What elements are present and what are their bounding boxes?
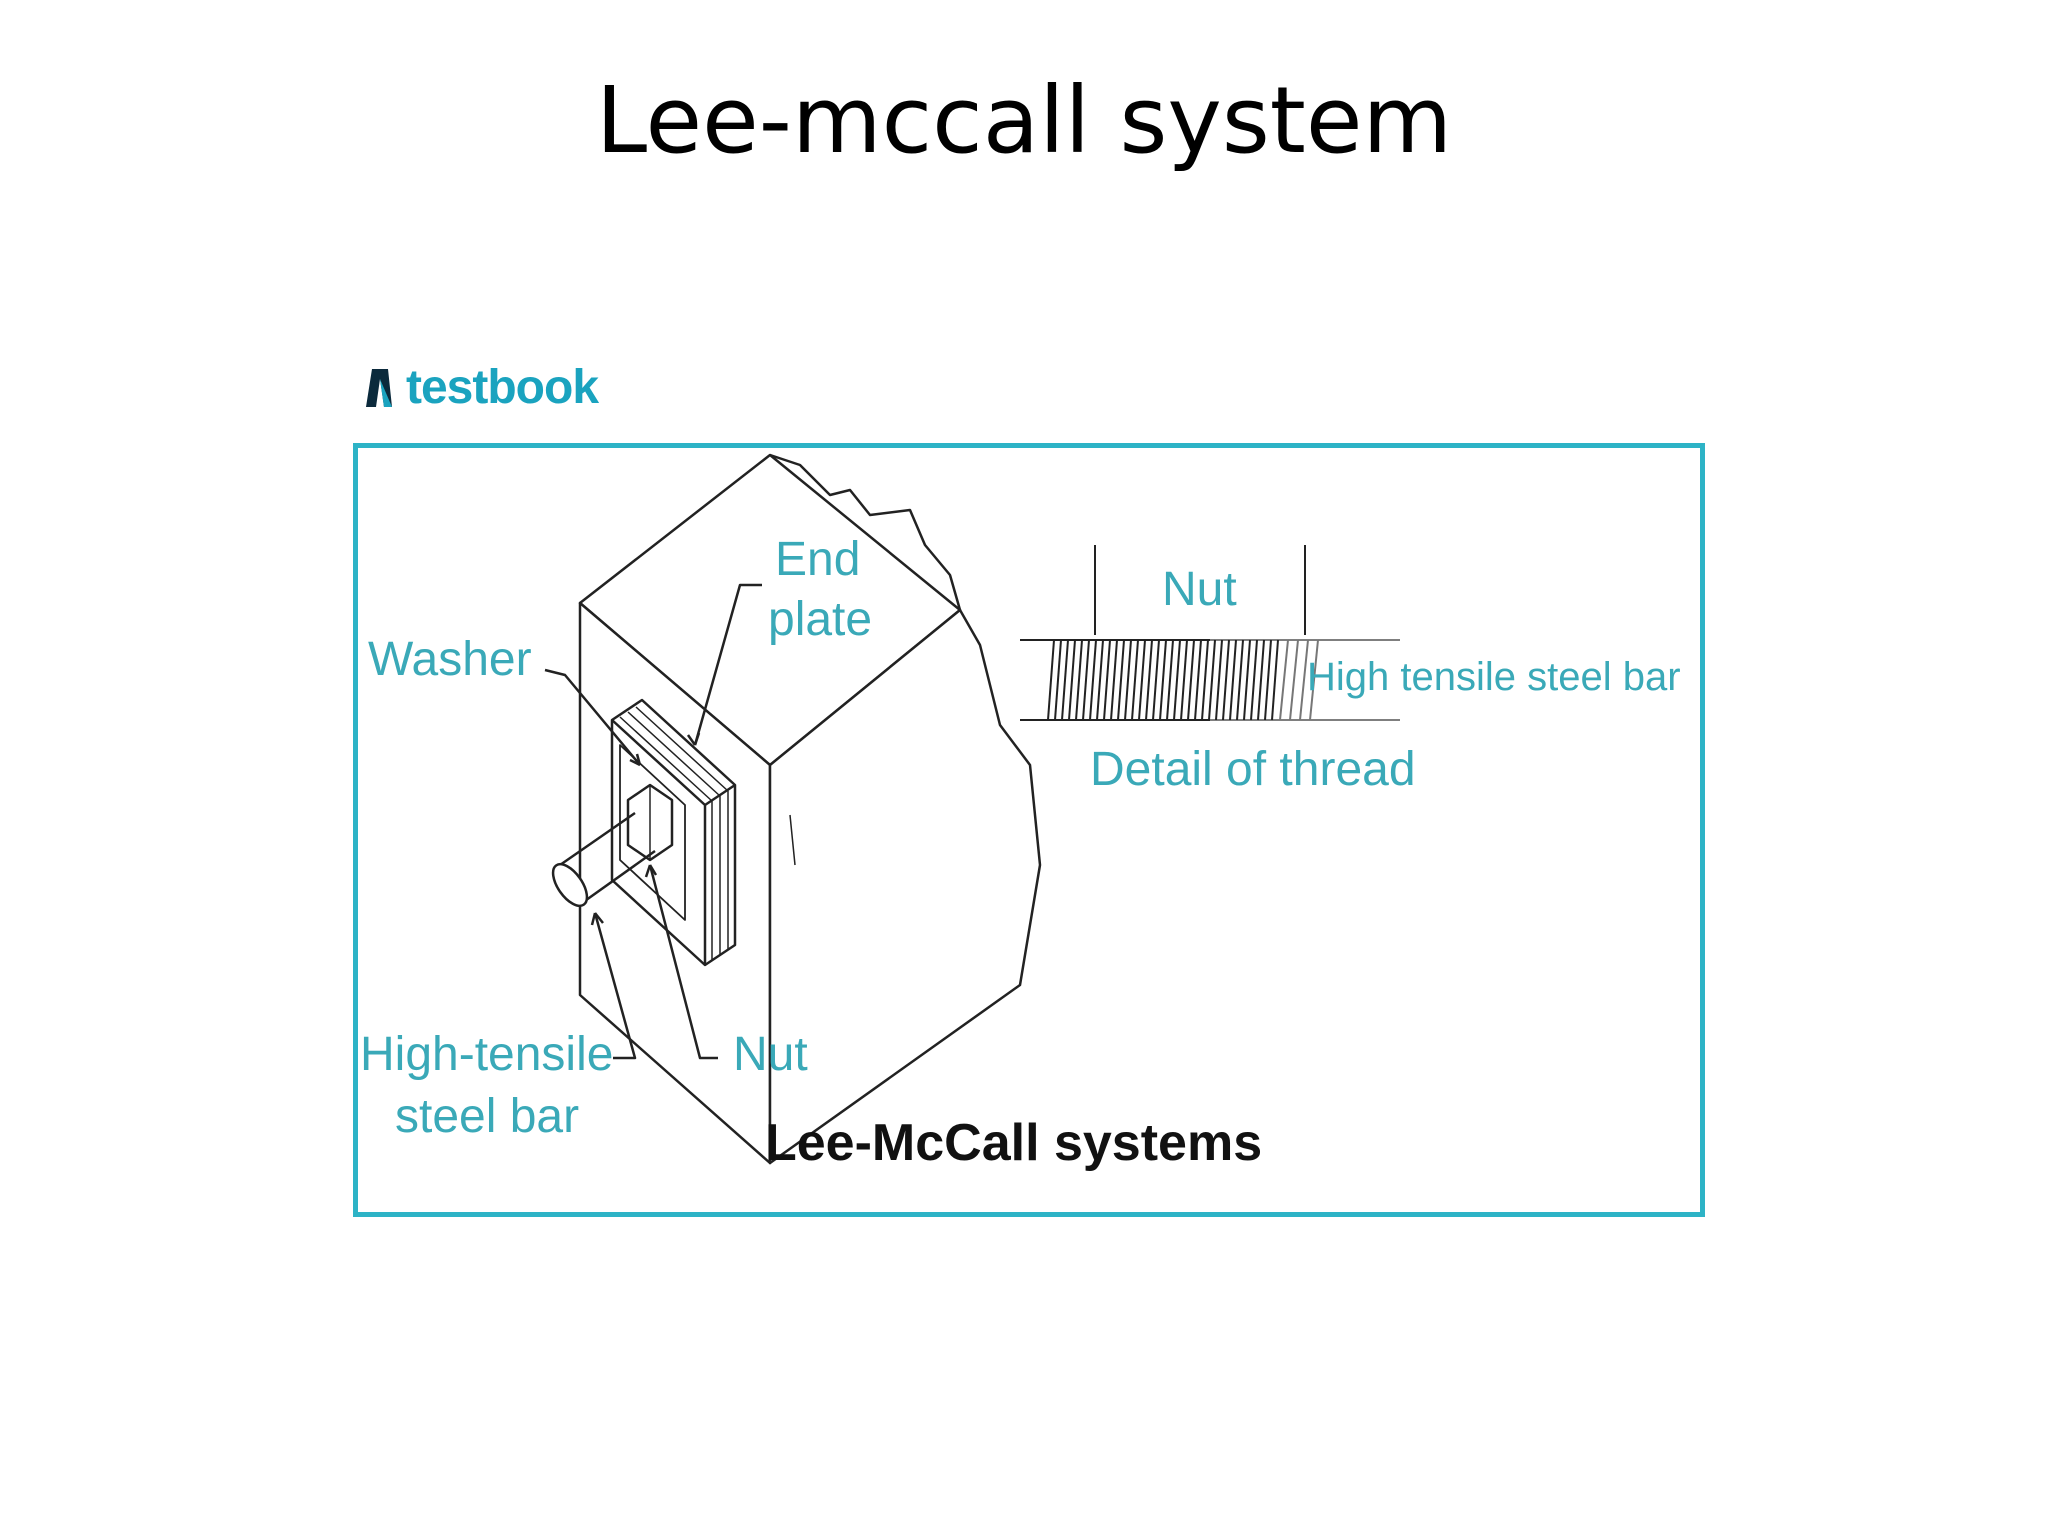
thread-line [1215,639,1223,721]
thread-line [1061,639,1069,721]
steel-bar [559,811,656,905]
thread-line [1229,639,1237,721]
diagram-drawing: End plate Washer High-tensile steel bar … [360,453,1681,1172]
thread-line [1271,639,1279,721]
thread-line [1173,639,1181,721]
thread-line [1279,639,1289,721]
concrete-block-side [768,608,1042,1165]
logo-text: testbook [406,360,599,414]
thread-line [1054,639,1062,721]
thread-line [1194,639,1202,721]
thread-line [1236,639,1244,721]
testbook-logo: testbook [362,357,599,417]
diagram-frame [353,443,1705,1217]
thread-line [1089,639,1097,721]
thread-line [1075,639,1083,721]
thread-line [1299,639,1309,721]
thread-line [1131,639,1139,721]
thread-line [1159,639,1167,721]
detail-bar-label: High tensile steel bar [1307,655,1681,699]
thread-line [1152,639,1160,721]
thread-line [1082,639,1090,721]
broken-edge [769,453,962,611]
diagram-figure: testbook [350,345,1710,1225]
thread-detail [1020,545,1400,721]
thread-line [1117,639,1125,721]
figure-caption: Lee-McCall systems [765,1114,1262,1172]
thread-line [1166,639,1174,721]
thread-line [1180,639,1188,721]
thread-line [1289,639,1299,721]
washer-label: Washer [368,633,532,686]
thread-line [1264,639,1272,721]
thread-line [1096,639,1104,721]
thread-line [1124,639,1132,721]
thread-line [1103,639,1111,721]
detail-nut-label: Nut [1162,563,1237,616]
thread-line [1138,639,1146,721]
thread-line [1047,639,1055,721]
end-plate-label: End [775,533,860,586]
thread-line [1222,639,1230,721]
thread-line [1110,639,1118,721]
thread-line [1145,639,1153,721]
thread-line [1208,639,1216,721]
thread-line [1243,639,1251,721]
bar-label: High-tensile [360,1028,613,1081]
thread-line [1309,639,1319,721]
bar-label-line2: steel bar [395,1090,579,1143]
slide-title: Lee-mccall system [595,67,1453,174]
end-plate-label-line2: plate [768,593,872,646]
thread-line [1257,639,1265,721]
thread-line [1250,639,1258,721]
nut-label: Nut [733,1028,808,1081]
thread-line [1187,639,1195,721]
thread-line [1201,639,1209,721]
thread-line [1068,639,1076,721]
testbook-logo-icon [366,369,392,407]
detail-caption: Detail of thread [1090,743,1416,796]
